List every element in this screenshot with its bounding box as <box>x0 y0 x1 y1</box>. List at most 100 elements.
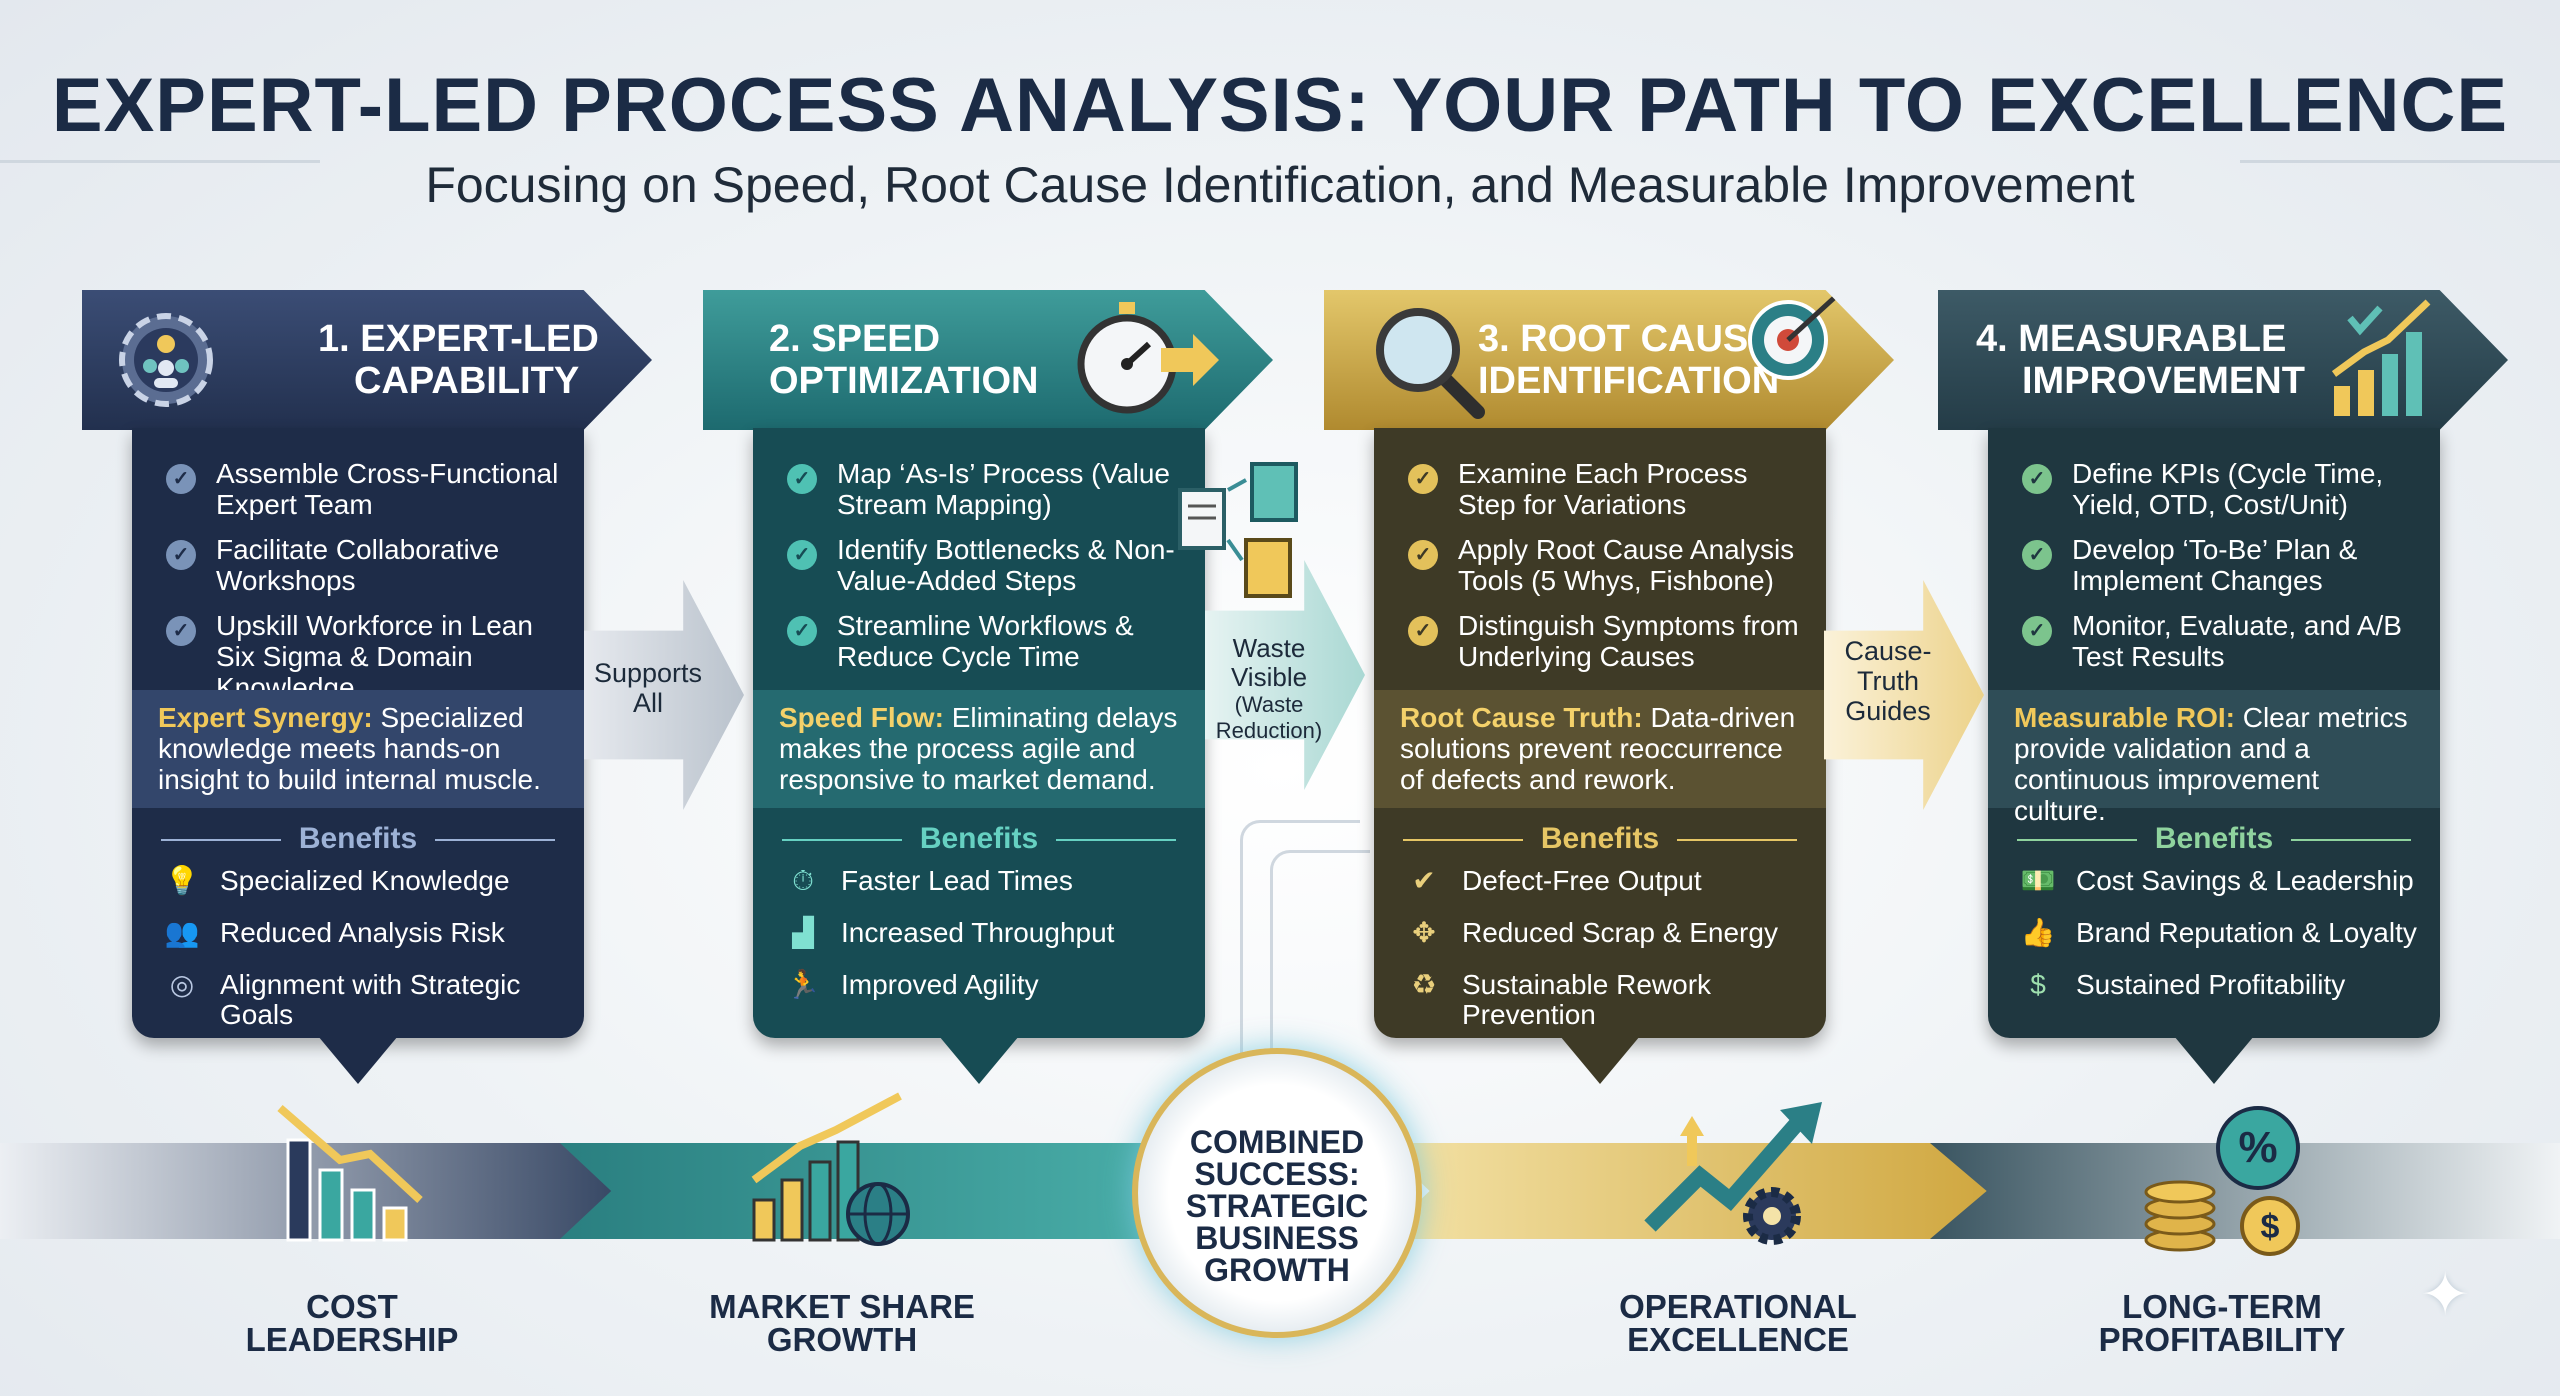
check-icon: ✓ <box>2022 464 2052 494</box>
step-list: ✓Map ‘As-Is’ Process (Value Stream Mappi… <box>787 458 1187 686</box>
list-item: ✓Monitor, Evaluate, and A/B Test Results <box>2022 610 2422 686</box>
list-item: ✓Upskill Workforce in Lean Six Sigma & D… <box>166 610 566 703</box>
pillar-panel-speed: ✓Map ‘As-Is’ Process (Value Stream Mappi… <box>753 428 1205 1084</box>
list-item: 👥Reduced Analysis Risk <box>162 918 572 970</box>
pillar-panel-expert: ✓Assemble Cross-Functional Expert Team ✓… <box>132 428 584 1084</box>
benefits-heading: Benefits <box>132 822 584 856</box>
check-circle-icon: ✔ <box>1412 865 1436 896</box>
list-item: ✓Examine Each Process Step for Variation… <box>1408 458 1808 534</box>
recycle-icon: ♻ <box>1411 969 1437 1000</box>
team-icon: 👥 <box>164 917 200 948</box>
documents-icon <box>1178 462 1298 598</box>
list-item: ✓Apply Root Cause Analysis Tools (5 Whys… <box>1408 534 1808 610</box>
list-item: 🏃Improved Agility <box>783 970 1193 1022</box>
list-item: $Sustained Profitability <box>2018 970 2428 1022</box>
step-list: ✓Assemble Cross-Functional Expert Team ✓… <box>166 458 566 703</box>
target-icon <box>1748 296 1836 380</box>
list-item: ✓Assemble Cross-Functional Expert Team <box>166 458 566 534</box>
bar-chart-icon: ▟ <box>792 917 814 948</box>
check-icon: ✓ <box>1408 616 1438 646</box>
circuit-line <box>0 160 320 200</box>
highlight-band: Expert Synergy: Specialized knowledge me… <box>132 690 584 808</box>
check-icon: ✓ <box>1408 540 1438 570</box>
check-icon: ✓ <box>787 540 817 570</box>
shrink-icon: ✥ <box>1412 917 1436 948</box>
coins-percent-icon: % $ <box>2144 1106 2300 1256</box>
benefits-heading: Benefits <box>1374 822 1826 856</box>
list-item: ◎Alignment with Strategic Goals <box>162 969 572 1030</box>
highlight-band: Measurable ROI: Clear metrics provide va… <box>1988 690 2440 826</box>
arrow-right-icon <box>1161 334 1219 386</box>
money-hand-icon: 💵 <box>2020 865 2056 896</box>
thumbs-up-icon: 👍 <box>2020 917 2056 948</box>
check-icon: ✓ <box>2022 616 2052 646</box>
coin-hand-icon: $ <box>2030 969 2046 1000</box>
circuit-line <box>2240 160 2560 200</box>
circuit-line <box>1270 850 1370 1090</box>
sparkle-icon: ✦ <box>2420 1261 2471 1328</box>
pillar-panel-measurable: ✓Define KPIs (Cycle Time, Yield, OTD, Co… <box>1988 428 2440 1084</box>
growth-chart-icon <box>2331 299 2431 416</box>
stopwatch-icon: ⏱ <box>792 865 814 896</box>
list-item: ✓Define KPIs (Cycle Time, Yield, OTD, Co… <box>2022 458 2422 534</box>
list-item: ✔Defect-Free Output <box>1404 866 1814 918</box>
operations-growth-icon <box>1644 1102 1822 1245</box>
step-list: ✓Define KPIs (Cycle Time, Yield, OTD, Co… <box>2022 458 2422 686</box>
target-icon: ◎ <box>169 969 195 1000</box>
benefits-list: 💵Cost Savings & Leadership 👍Brand Reputa… <box>2018 866 2428 1022</box>
benefits-list: ⏱Faster Lead Times ▟Increased Throughput… <box>783 866 1193 1022</box>
list-item: 👍Brand Reputation & Loyalty <box>2018 918 2428 970</box>
lightbulb-icon: 💡 <box>164 865 200 896</box>
check-icon: ✓ <box>1408 464 1438 494</box>
declining-bar-chart-icon <box>277 1104 423 1242</box>
stopwatch-icon <box>1077 302 1177 414</box>
list-item: 💵Cost Savings & Leadership <box>2018 866 2428 918</box>
step-list: ✓Examine Each Process Step for Variation… <box>1408 458 1808 686</box>
benefits-heading: Benefits <box>1988 822 2440 856</box>
circuit-line <box>1240 820 1360 1090</box>
runner-icon: 🏃 <box>785 969 821 1000</box>
list-item: ▟Increased Throughput <box>783 918 1193 970</box>
benefits-list: ✔Defect-Free Output ✥Reduced Scrap & Ene… <box>1404 866 1814 1030</box>
gear-team-icon <box>119 313 213 407</box>
check-icon: ✓ <box>166 616 196 646</box>
list-item: ✓Distinguish Symptoms from Underlying Ca… <box>1408 610 1808 686</box>
check-icon: ✓ <box>2022 540 2052 570</box>
check-icon: ✓ <box>787 616 817 646</box>
highlight-band: Root Cause Truth: Data-driven solutions … <box>1374 690 1826 808</box>
list-item: ✓Streamline Workflows & Reduce Cycle Tim… <box>787 610 1187 686</box>
benefits-list: 💡Specialized Knowledge 👥Reduced Analysis… <box>162 866 572 1030</box>
check-icon: ✓ <box>166 464 196 494</box>
highlight-band: Speed Flow: Eliminating delays makes the… <box>753 690 1205 808</box>
list-item: 💡Specialized Knowledge <box>162 866 572 918</box>
list-item: ✓Identify Bottlenecks & Non-Value-Added … <box>787 534 1187 610</box>
check-icon: ✓ <box>166 540 196 570</box>
list-item: ⏱Faster Lead Times <box>783 866 1193 918</box>
magnifier-icon <box>1376 308 1485 419</box>
page-subtitle: Focusing on Speed, Root Cause Identifica… <box>425 157 2135 213</box>
svg-text:$: $ <box>2261 1208 2280 1246</box>
growth-globe-icon <box>751 1092 910 1246</box>
list-item: ♻Sustainable Rework Prevention <box>1404 969 1814 1030</box>
list-item: ✓Facilitate Collaborative Workshops <box>166 534 566 610</box>
benefits-heading: Benefits <box>753 822 1205 856</box>
